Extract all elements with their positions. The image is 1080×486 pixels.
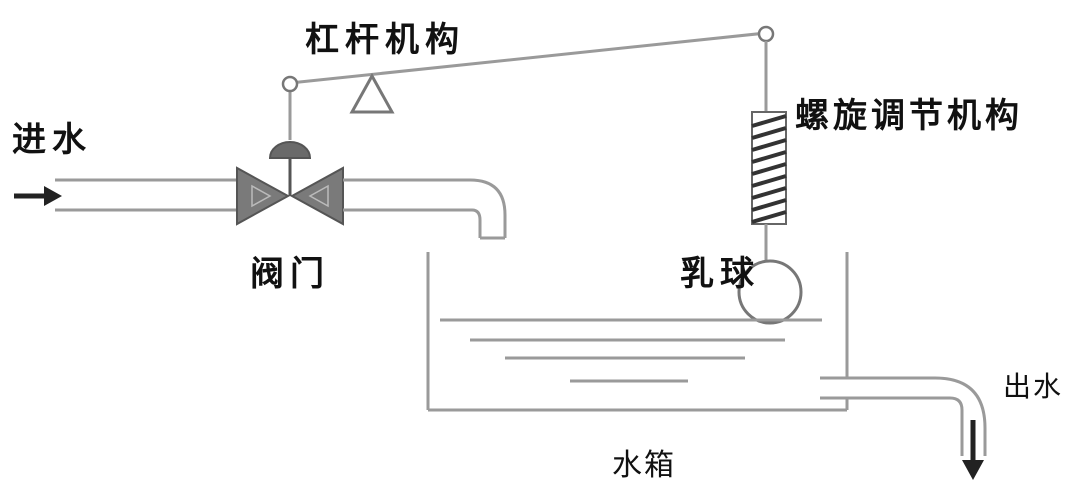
float-ball-label: 乳球 xyxy=(680,254,760,294)
outlet-pipe xyxy=(820,376,987,456)
water-inlet-label: 进水 xyxy=(12,120,92,160)
screw-mechanism-icon xyxy=(751,111,787,225)
inlet-pipe xyxy=(55,178,240,212)
valve-outlet-pipe xyxy=(343,178,507,240)
water-tank xyxy=(426,252,849,412)
lever-pivot-right xyxy=(757,25,775,43)
float-ball-icon xyxy=(737,259,803,325)
water-surface xyxy=(440,318,822,383)
fulcrum-icon xyxy=(349,72,395,114)
valve-icon xyxy=(236,141,344,226)
water-outlet-label: 出水 xyxy=(1003,370,1064,403)
screw-adjustment-label: 螺旋调节机构 xyxy=(795,96,1023,136)
lever-arm xyxy=(289,31,767,85)
lever-pivot-left xyxy=(281,75,299,93)
valve-label: 阀门 xyxy=(250,254,330,294)
inlet-arrow-icon xyxy=(14,186,62,206)
water-tank-label: 水箱 xyxy=(612,448,676,483)
outlet-arrow-icon xyxy=(962,420,984,480)
lever-mechanism-label: 杠杆机构 xyxy=(305,20,465,60)
